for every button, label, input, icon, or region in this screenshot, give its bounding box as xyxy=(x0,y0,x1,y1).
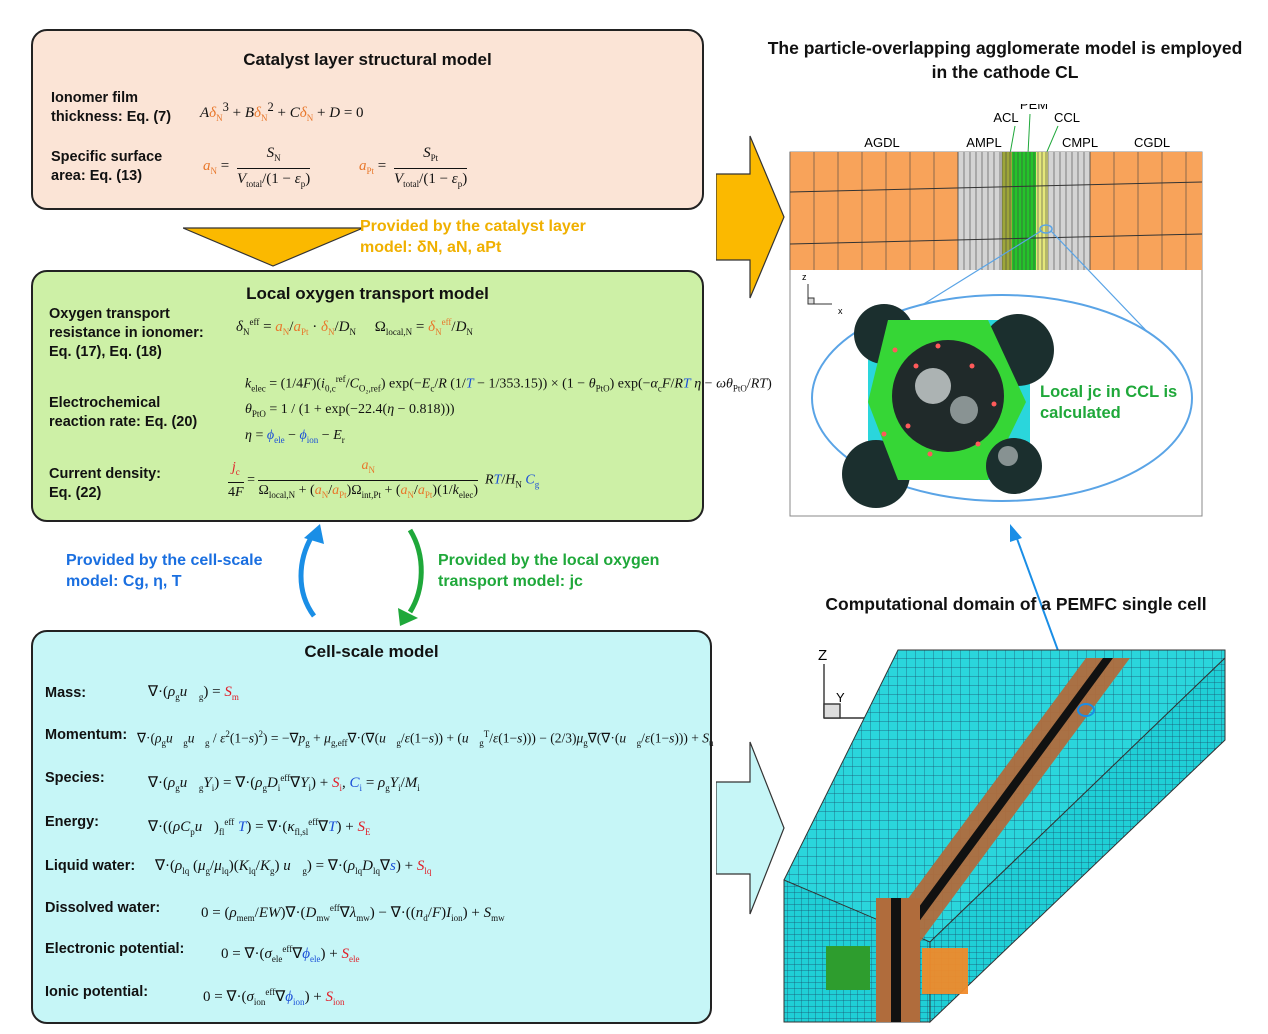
cell-box-title: Cell-scale model xyxy=(304,642,439,661)
domain-side-face xyxy=(929,656,1226,1024)
label-cmpl: CMPL xyxy=(1062,135,1098,150)
anode-channel-block xyxy=(826,946,870,990)
specific-surface-label: Specific surface area: Eq. (13) xyxy=(51,149,163,184)
cathode-channel-face xyxy=(922,948,968,994)
surface-area-equation-pt: aPt = SPt Vtotal/(1 − εp) xyxy=(359,145,468,189)
reaction-rate-label: Electrochemical reaction rate: Eq. (20) xyxy=(49,395,198,430)
label-ampl: AMPL xyxy=(966,135,1001,150)
momentum-label: Momentum: xyxy=(45,727,128,743)
axis-x-small: x xyxy=(838,306,843,316)
reaction-rate-equations: kelec = (1/4F)(i0,cref/CO₂,ref) exp(−Ec/… xyxy=(245,374,772,446)
local-jc-callout: Local jc in CCL is calculated xyxy=(1040,383,1178,422)
agglomerate-particles xyxy=(842,304,1054,508)
cell-scale-provided-note: Provided by the cell-scale model: Cg, η,… xyxy=(66,552,263,590)
agglomerate-heading: The particle-overlapping agglomerate mod… xyxy=(767,38,1243,82)
electronic-potential-equation: 0 = ∇·(σeleeff∇ϕele) + Sele xyxy=(221,944,360,964)
current-density-label: Current density: Eq. (22) xyxy=(49,466,161,501)
up-arrow-icon xyxy=(304,524,324,544)
mass-label: Mass: xyxy=(45,685,87,701)
axis-z-large: Z xyxy=(818,647,827,664)
ionic-potential-equation: 0 = ∇·(σioneff∇ϕion) + Sion xyxy=(203,987,345,1007)
ionic-potential-label: Ionic potential: xyxy=(45,984,149,1000)
species-label: Species: xyxy=(45,770,105,786)
right-arrow-orange-icon xyxy=(716,135,785,299)
electronic-potential-label: Electronic potential: xyxy=(45,941,185,957)
exchange-arrows xyxy=(298,524,424,626)
species-equation: ∇·(ρgu⃗gYi) = ∇·(ρgDieff∇Yi) + Si, Ci = … xyxy=(148,773,420,793)
cgdl-layer xyxy=(1090,152,1202,270)
ionomer-thickness-label: Ionomer film thickness: Eq. (7) xyxy=(51,90,172,125)
energy-equation: ∇·((ρCpu⃗)fleff T) = ∇·(κfl,sleff∇T) + S… xyxy=(148,817,371,837)
surface-area-equation-n: aN = SN Vtotal/(1 − εp) xyxy=(203,145,311,189)
label-agdl: AGDL xyxy=(864,135,899,150)
acl-layer xyxy=(1002,152,1012,270)
label-acl: ACL xyxy=(993,110,1018,125)
catalyst-layer-box: Catalyst layer structural model Ionomer … xyxy=(31,29,704,210)
down-arrow-icon xyxy=(183,227,363,267)
oxygen-box-title: Local oxygen transport model xyxy=(246,284,489,303)
axis-z-small: z xyxy=(802,272,807,282)
axis-triad-small xyxy=(807,284,832,305)
cmpl-layer xyxy=(1048,152,1090,270)
liquid-water-label: Liquid water: xyxy=(45,858,136,874)
catalyst-provided-note: Provided by the catalyst layer model: δN… xyxy=(360,218,586,256)
dissolved-water-label: Dissolved water: xyxy=(45,900,161,916)
axis-y-large: Y xyxy=(836,690,845,705)
label-ccl: CCL xyxy=(1054,110,1080,125)
liquid-water-equation: ∇·(ρlq (μg/μlq)(Klq/Kg) u⃗g) = ∇·(ρlqDlq… xyxy=(155,858,432,876)
domain-heading: Computational domain of a PEMFC single c… xyxy=(825,594,1207,614)
label-pem: PEM xyxy=(1020,104,1048,112)
momentum-equation: ∇·(ρgu⃗gu⃗g / ε2(1−s)2) = −∇pg + μg,eff∇… xyxy=(137,729,714,749)
mass-equation: ∇·(ρgu⃗g) = Sm xyxy=(148,684,239,702)
resistance-equation: δNeff = aN/aPt · δN/DN Ωlocal,N = δNeff/… xyxy=(236,317,473,337)
ionomer-thickness-equation: AδN3 + BδN2 + CδN + D = 0 xyxy=(200,100,364,123)
agdl-layer xyxy=(790,152,958,270)
resistance-label: Oxygen transport resistance in ionomer: … xyxy=(49,306,204,360)
right-arrow-cyan-icon xyxy=(716,741,785,915)
oxygen-transport-box: Local oxygen transport model Oxygen tran… xyxy=(31,270,772,522)
domain-mesh: Z Y X xyxy=(783,647,1226,1024)
current-density-equation: jc 4F = aN Ωlocal,N + (aN/aPt)Ωint,Pt + … xyxy=(228,458,540,500)
down-arrow-green-icon xyxy=(398,608,418,626)
local-oxygen-provided-note: Provided by the local oxygen transport m… xyxy=(438,552,660,590)
catalyst-box-title: Catalyst layer structural model xyxy=(243,50,492,69)
label-cgdl: CGDL xyxy=(1134,135,1170,150)
agglomerate-panel: AGDL AMPL ACL PEM CCL CMPL CGDL z x xyxy=(789,104,1203,517)
axis-triad-large xyxy=(823,664,876,719)
ampl-layer xyxy=(958,152,1002,270)
dissolved-water-equation: 0 = (ρmem/EW)∇·(Dmweff∇λmw) − ∇·((nd/F)I… xyxy=(201,903,505,923)
cell-scale-box: Cell-scale model Mass: ∇·(ρgu⃗g) = Sm Mo… xyxy=(31,630,714,1024)
pem-layer xyxy=(1012,152,1036,270)
energy-label: Energy: xyxy=(45,814,99,830)
